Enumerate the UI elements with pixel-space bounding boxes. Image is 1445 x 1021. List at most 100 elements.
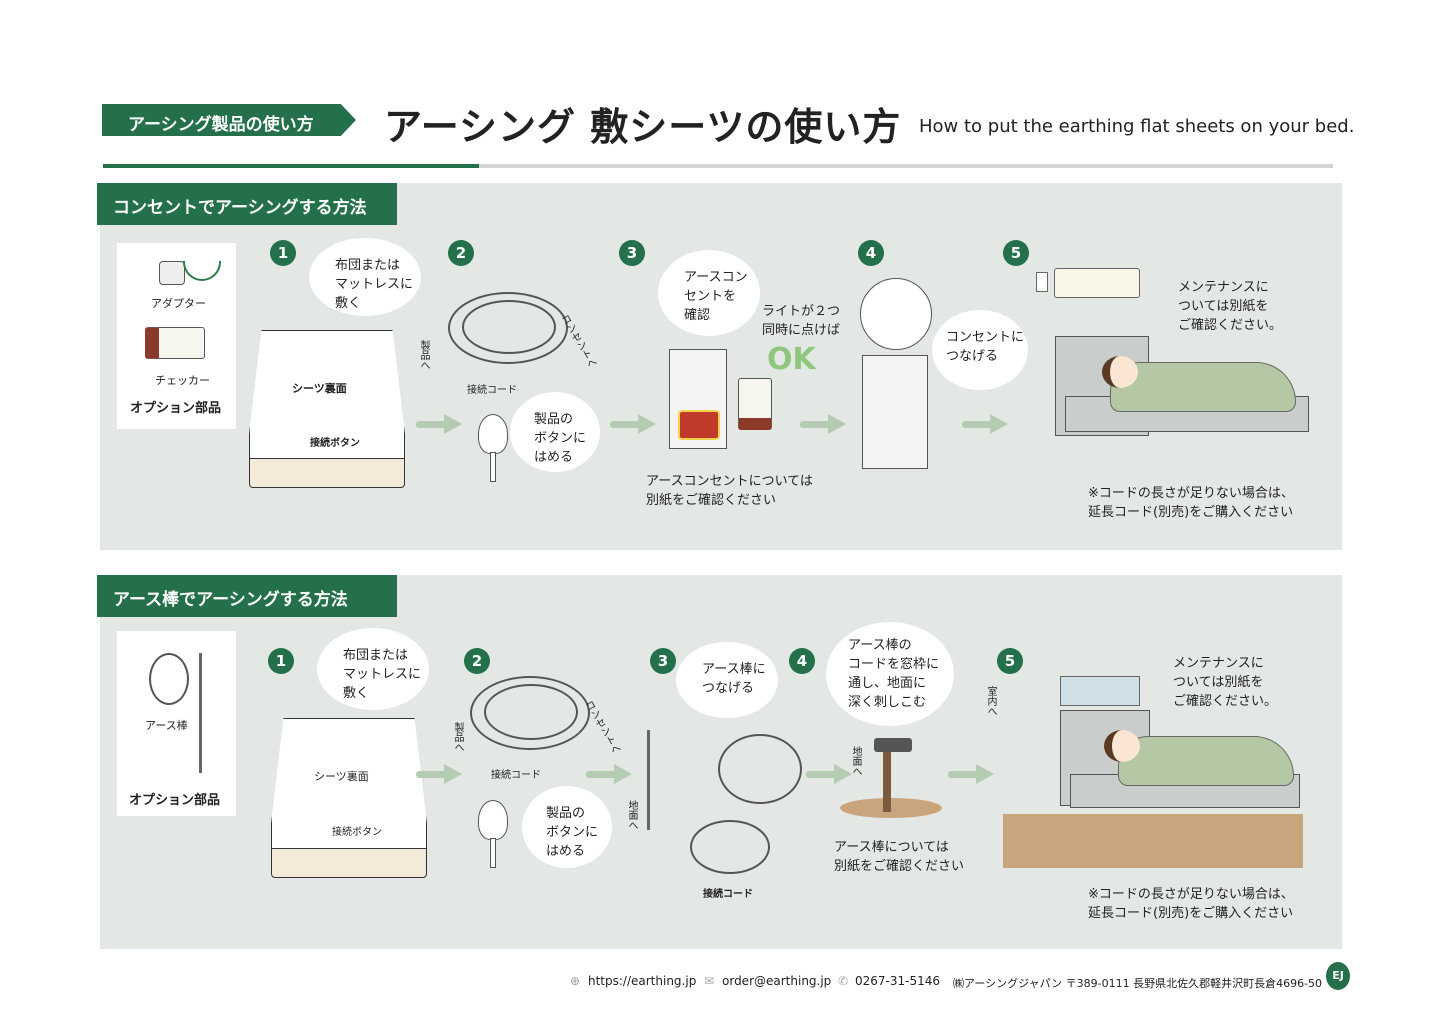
- checker-lit-icon: [678, 410, 720, 440]
- step-number: 3: [619, 240, 645, 266]
- adapter-icon: [159, 261, 185, 285]
- header-rule: [103, 164, 1333, 168]
- phone-icon: ✆: [838, 974, 849, 988]
- earthing-japan-logo: EJ: [1326, 962, 1350, 990]
- wall-outlet-icon: [1036, 272, 1048, 292]
- arrow-right-icon: [800, 414, 846, 434]
- cord-tail: [490, 452, 496, 482]
- page-subtitle: How to put the earthing flat sheets on y…: [919, 116, 1355, 137]
- ground-label: 地面へ: [850, 746, 861, 776]
- speech-bubble: 布団または マットレスに 敷く: [309, 238, 421, 316]
- speech-bubble: 製品の ボタンに はめる: [510, 392, 600, 472]
- outlet-note: アースコンセントについては 別紙をご確認ください: [646, 474, 813, 508]
- speech-bubble: コンセントに つなげる: [932, 310, 1028, 390]
- arrow-right-icon: [416, 414, 462, 434]
- rod-note: アース棒については 別紙をご確認ください: [834, 840, 965, 874]
- arrow-right-icon: [586, 764, 632, 784]
- cord-label: 接続コード: [703, 889, 753, 900]
- page-title: アーシング 敷シーツの使い方: [384, 105, 902, 149]
- extension-note: ※コードの長さが足りない場合は、 延長コード(別売)をご購入ください: [1088, 486, 1294, 520]
- outlet-illustration: [862, 355, 928, 469]
- sheet-back-label: シーツ裏面: [292, 382, 347, 395]
- cord-coil-icon: [448, 292, 568, 364]
- mattress-illustration: [249, 330, 405, 460]
- rod-coil-icon: [149, 653, 189, 705]
- window-icon: [1060, 676, 1140, 706]
- header-rule-accent: [103, 164, 479, 168]
- step-number: 4: [789, 648, 815, 674]
- ground-rod-icon: [883, 748, 891, 812]
- maintenance-note: メンテナンスに ついては別紙を ご確認ください。: [1173, 656, 1278, 709]
- cord-coil-icon: [718, 734, 802, 804]
- ground-label: 地面へ: [626, 800, 637, 830]
- extension-note: ※コードの長さが足りない場合は、 延長コード(別売)をご購入ください: [1088, 887, 1294, 921]
- section-heading: コンセントでアーシングする方法: [97, 183, 397, 225]
- snap-connector-icon: [478, 414, 508, 454]
- cord-coil-icon: [484, 684, 578, 740]
- blanket: [1118, 736, 1294, 786]
- options-label: オプション部品: [130, 401, 222, 416]
- sheet-back-label: シーツ裏面: [314, 770, 369, 783]
- options-box: アダプター チェッカー オプション部品: [117, 243, 236, 429]
- ok-label: OK: [767, 342, 816, 377]
- cord-tail: [490, 838, 496, 868]
- globe-icon: ⊕: [570, 974, 581, 988]
- floor: [1003, 814, 1303, 868]
- ground-soil: [840, 798, 942, 818]
- rod-clamp-icon: [874, 738, 912, 752]
- step-number: 2: [448, 240, 474, 266]
- to-product-label: 製品へ: [452, 722, 463, 752]
- step-number: 4: [858, 240, 884, 266]
- step-number: 3: [650, 648, 676, 674]
- mattress-base: [249, 458, 405, 488]
- snap-connector-icon: [478, 800, 508, 840]
- ground-rod-icon: [647, 730, 650, 830]
- step-number: 5: [1003, 240, 1029, 266]
- step-number: 1: [270, 240, 296, 266]
- lights-text: ライトが２つ 同時に点けば: [762, 304, 841, 338]
- phone-number: 0267-31-5146: [855, 974, 941, 988]
- category-tag: アーシング製品の使い方: [102, 104, 356, 136]
- arrow-right-icon: [416, 764, 462, 784]
- speech-bubble: アース棒に つなげる: [676, 642, 778, 718]
- section-heading: アース棒でアーシングする方法: [97, 575, 397, 617]
- blanket: [1110, 362, 1296, 412]
- button-label: 接続ボタン: [332, 827, 382, 838]
- button-label: 接続ボタン: [310, 438, 360, 449]
- speech-bubble: アースコン セントを 確認: [658, 250, 760, 336]
- rod-label: アース棒: [145, 719, 188, 732]
- speech-bubble: 製品の ボタンに はめる: [522, 786, 612, 868]
- step-number: 1: [268, 648, 294, 674]
- step-number: 2: [464, 648, 490, 674]
- website-link[interactable]: https://earthing.jp: [588, 974, 697, 988]
- to-product-label: 製品へ: [418, 340, 429, 370]
- air-conditioner-icon: [1054, 268, 1140, 298]
- company-address: ㈱アーシングジャパン 〒389-0111 長野県北佐久郡軽井沢町長倉4696-5…: [953, 977, 1323, 990]
- maintenance-note: メンテナンスに ついては別紙を ご確認ください。: [1178, 280, 1283, 333]
- cord-label: 接続コード: [491, 770, 541, 781]
- checker-icon: [145, 327, 205, 359]
- sleeping-person-icon: [1102, 356, 1138, 388]
- checker-icon: [738, 378, 772, 430]
- options-box: アース棒 オプション部品: [117, 631, 236, 816]
- adapter-wire-icon: [183, 261, 221, 281]
- arrow-right-icon: [610, 414, 656, 434]
- arrow-right-icon: [962, 414, 1008, 434]
- arrow-right-icon: [948, 764, 994, 784]
- step-number: 5: [997, 648, 1023, 674]
- arrow-right-icon: [806, 764, 852, 784]
- cord-label: 接続コード: [467, 385, 517, 396]
- mattress-base: [271, 848, 427, 878]
- checker-label: チェッカー: [155, 374, 210, 387]
- email-link[interactable]: order@earthing.jp: [722, 974, 832, 988]
- speech-bubble: 布団または マットレスに 敷く: [317, 628, 429, 710]
- indoor-label: 室内へ: [985, 686, 996, 716]
- cord-coil-icon: [690, 820, 770, 874]
- mail-icon: ✉: [704, 974, 715, 988]
- speech-bubble: アース棒の コードを窓枠に 通し、地面に 深く刺しこむ: [826, 622, 954, 726]
- ground-rod-icon: [199, 653, 202, 773]
- options-label: オプション部品: [129, 793, 221, 808]
- sleeping-person-icon: [1104, 730, 1140, 762]
- adapter-label: アダプター: [151, 297, 206, 310]
- cord-coil-icon: [470, 676, 590, 750]
